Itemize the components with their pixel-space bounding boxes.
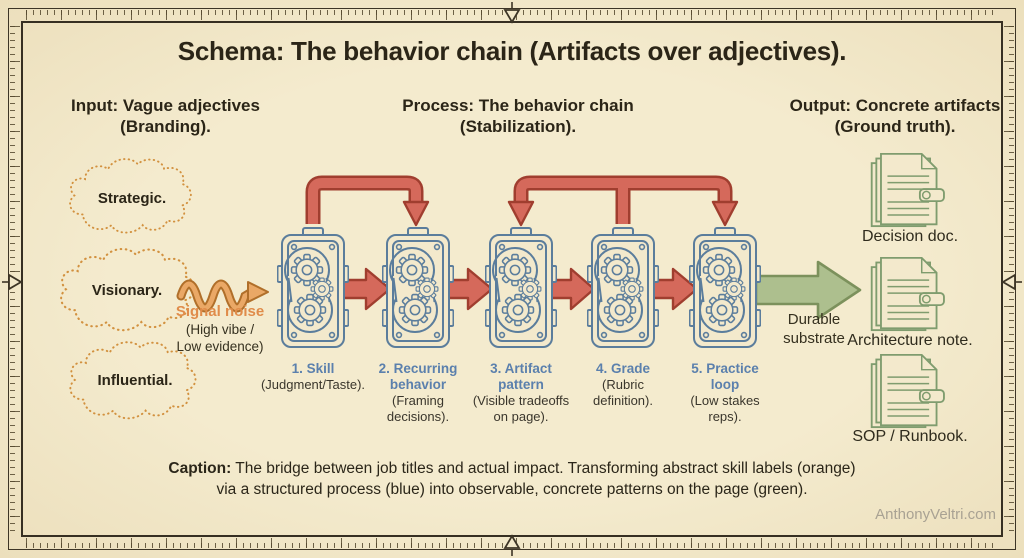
document-stacks (870, 152, 945, 429)
feedback-arches (305, 175, 739, 227)
heading-output: Output: Concrete artifacts (Ground truth… (789, 96, 1001, 136)
machine-box (486, 228, 557, 347)
machine-box (690, 228, 761, 347)
caption: Caption: The bridge between job titles a… (167, 458, 857, 500)
arch-arrowhead (402, 200, 430, 227)
machine-box (278, 228, 349, 347)
document-label: Architecture note. (847, 332, 973, 349)
document-label: Decision doc. (861, 228, 959, 245)
document-label: SOP / Runbook. (852, 428, 968, 445)
document-stack-icon (870, 256, 945, 332)
machine-label-1: 1. Skill (Judgment/Taste). (260, 361, 366, 392)
machine-label-3: 3. Artifact pattern (Visible tradeoffs o… (472, 361, 570, 424)
heading-input: Input: Vague adjectives (Branding). (71, 96, 260, 136)
signal-noise-arrow (176, 279, 269, 313)
arch-arrowhead (711, 200, 739, 227)
cloud-label: Strategic. (97, 190, 167, 207)
page-title: Schema: The behavior chain (Artifacts ov… (177, 36, 847, 66)
durable-substrate-arrow (754, 260, 862, 320)
signal-noise-label: Signal noise (175, 303, 265, 320)
cloud-label: Influential. (97, 372, 173, 389)
machine-box (383, 228, 454, 347)
heading-process: Process: The behavior chain (Stabilizati… (402, 96, 634, 136)
machine-label-5: 5. Practice loop (Low stakes reps). (690, 361, 760, 424)
machine-label-2: 2. Recurring behavior (Framing decisions… (378, 361, 458, 424)
arch-arrowhead (507, 200, 535, 227)
document-stack-icon (870, 152, 945, 228)
document-stack-icon (870, 353, 945, 429)
watermark: AnthonyVeltri.com (875, 506, 996, 523)
durable-substrate-label: Durable substrate (783, 311, 845, 347)
machine-box (588, 228, 659, 347)
machine-label-4: 4. Grade (Rubric definition). (593, 361, 653, 408)
flow-arrow (339, 267, 392, 311)
caption-text: The bridge between job titles and actual… (216, 460, 856, 498)
caption-label: Caption: (168, 460, 232, 477)
signal-noise-sublabel: (High vibe / Low evidence) (176, 322, 264, 354)
cloud-label: Visionary. (91, 282, 163, 299)
